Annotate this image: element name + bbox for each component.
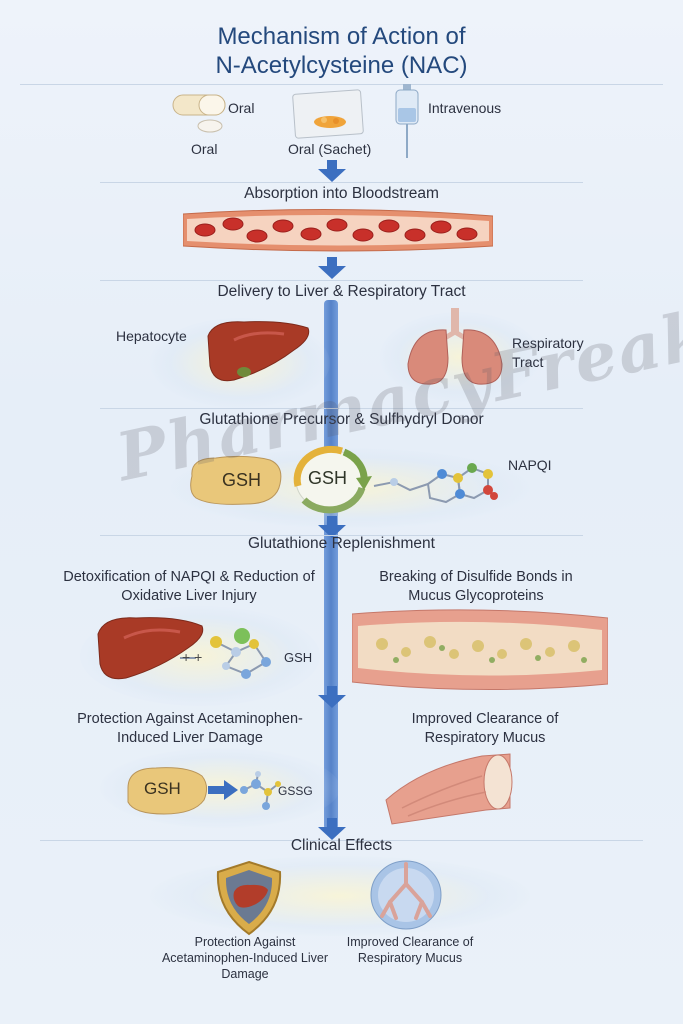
gssg-molecule-icon — [238, 770, 284, 812]
route-oral-label-1: Oral — [228, 100, 255, 116]
page-title: Mechanism of Action of N-Acetylcysteine … — [0, 22, 683, 80]
capsule-icon — [170, 92, 230, 136]
lungs-icon — [402, 308, 508, 388]
step-absorption: Absorption into Bloodstream — [244, 185, 439, 202]
glow — [380, 312, 540, 402]
lung-bronchi-icon — [368, 858, 444, 932]
gsh-outcome-label: GSH — [144, 779, 181, 798]
divider — [20, 84, 663, 85]
gsh-conjugate-label: GSH — [284, 650, 313, 665]
step-clinical-effects: Clinical Effects — [290, 837, 393, 854]
flow-arrow-5 — [318, 818, 346, 840]
glow — [150, 856, 530, 936]
outcome-right-title: Improved Clearance of Respiratory Mucus — [411, 711, 559, 746]
gsh-cell-icon — [186, 452, 286, 508]
outcome-left-title: Protection Against Acetaminophen-Induced… — [77, 711, 303, 746]
gsh-cycle-icon — [284, 442, 376, 518]
gsh-cycle-label: GSH — [308, 468, 348, 488]
gsh-cell-label: GSH — [222, 470, 262, 490]
mucus-airway-icon — [352, 604, 608, 692]
flow-arrow-1 — [318, 160, 346, 182]
liver-icon — [204, 316, 314, 386]
arrow-right-icon — [208, 780, 238, 800]
gsh-outcome-cell-icon — [124, 762, 210, 818]
divider — [100, 182, 583, 183]
flow-arrow-2 — [318, 257, 346, 279]
step-delivery: Delivery to Liver & Respiratory Tract — [217, 283, 466, 300]
napqi-label: NAPQI — [508, 457, 552, 473]
divider — [100, 408, 583, 409]
effect-liver-label: Protection Against Acetaminophen-Induced… — [161, 935, 329, 981]
mechanism-right-title: Breaking of Disulfide Bonds in Mucus Gly… — [379, 569, 573, 604]
sachet-icon — [290, 88, 366, 140]
title-line-1: Mechanism of Action of — [217, 23, 466, 50]
route-sachet-label: Oral (Sachet) — [288, 141, 372, 157]
route-iv-label: Intravenous — [428, 100, 502, 116]
liver-shield-icon — [214, 860, 284, 936]
napqi-molecule-icon — [370, 448, 510, 510]
flow-arrow-3 — [318, 516, 346, 538]
clear-airway-icon — [382, 748, 518, 828]
hepatocyte-label: Hepatocyte — [116, 328, 187, 344]
route-oral-label-2: Oral — [191, 141, 218, 157]
divider — [100, 280, 583, 281]
svg-text:+ +: + + — [182, 649, 202, 665]
conjugate-molecule-icon: + + — [176, 622, 280, 686]
blood-vessel-illustration — [183, 206, 493, 254]
title-line-2: N-Acetylcysteine (NAC) — [215, 52, 468, 79]
gssg-label: GSSG — [278, 784, 313, 798]
respiratory-label: Respiratory Tract — [512, 335, 584, 370]
effect-lung-label: Improved Clearance of Respiratory Mucus — [346, 935, 474, 965]
step-replenishment: Glutathione Replenishment — [248, 535, 435, 552]
divider — [100, 535, 583, 536]
step-precursor: Glutathione Precursor & Sulfhydryl Donor — [199, 411, 484, 428]
divider — [40, 840, 643, 841]
liver-detox-icon — [94, 612, 214, 684]
mechanism-left-title: Detoxification of NAPQI & Reduction of O… — [63, 569, 315, 604]
flow-arrow-4 — [318, 686, 346, 708]
iv-bag-icon — [392, 84, 422, 160]
